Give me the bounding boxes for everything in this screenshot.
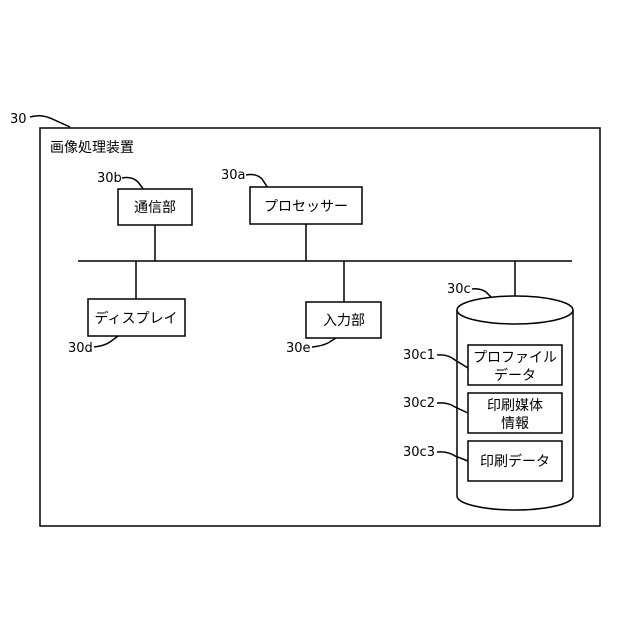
- processor-label: プロセッサー: [264, 199, 348, 215]
- storage-item-2-ref: 30c2: [403, 396, 435, 411]
- storage-item-2-line-1: 印刷媒体: [487, 398, 543, 414]
- storage-item-2-line-2: 情報: [501, 416, 529, 432]
- device-leader-line: [30, 116, 70, 127]
- device-ref-label: 30: [10, 112, 27, 127]
- input-ref-label: 30e: [286, 341, 311, 356]
- communication-leader-line: [122, 178, 144, 191]
- display-label: ディスプレイ: [94, 310, 177, 327]
- storage-item-3-line-1: 印刷データ: [480, 453, 550, 470]
- device-title: 画像処理装置: [50, 140, 134, 156]
- display-leader-line: [94, 336, 118, 347]
- storage-item-1-ref: 30c1: [403, 348, 435, 363]
- storage-item-1-line-1: プロファイル: [473, 350, 557, 366]
- input-leader-line: [312, 338, 336, 347]
- communication-unit-label: 通信部: [134, 200, 176, 216]
- storage-ref-label: 30c: [447, 282, 471, 297]
- display-ref-label: 30d: [68, 341, 93, 356]
- storage-item-1-line-2: データ: [494, 367, 536, 384]
- communication-ref-label: 30b: [97, 171, 122, 186]
- storage-cylinder-top: [457, 296, 573, 324]
- storage-item-3-ref: 30c3: [403, 445, 435, 460]
- processor-ref-label: 30a: [221, 168, 246, 183]
- processor-leader-line: [246, 175, 268, 189]
- input-unit-label: 入力部: [323, 313, 365, 329]
- storage-leader-line: [472, 289, 492, 298]
